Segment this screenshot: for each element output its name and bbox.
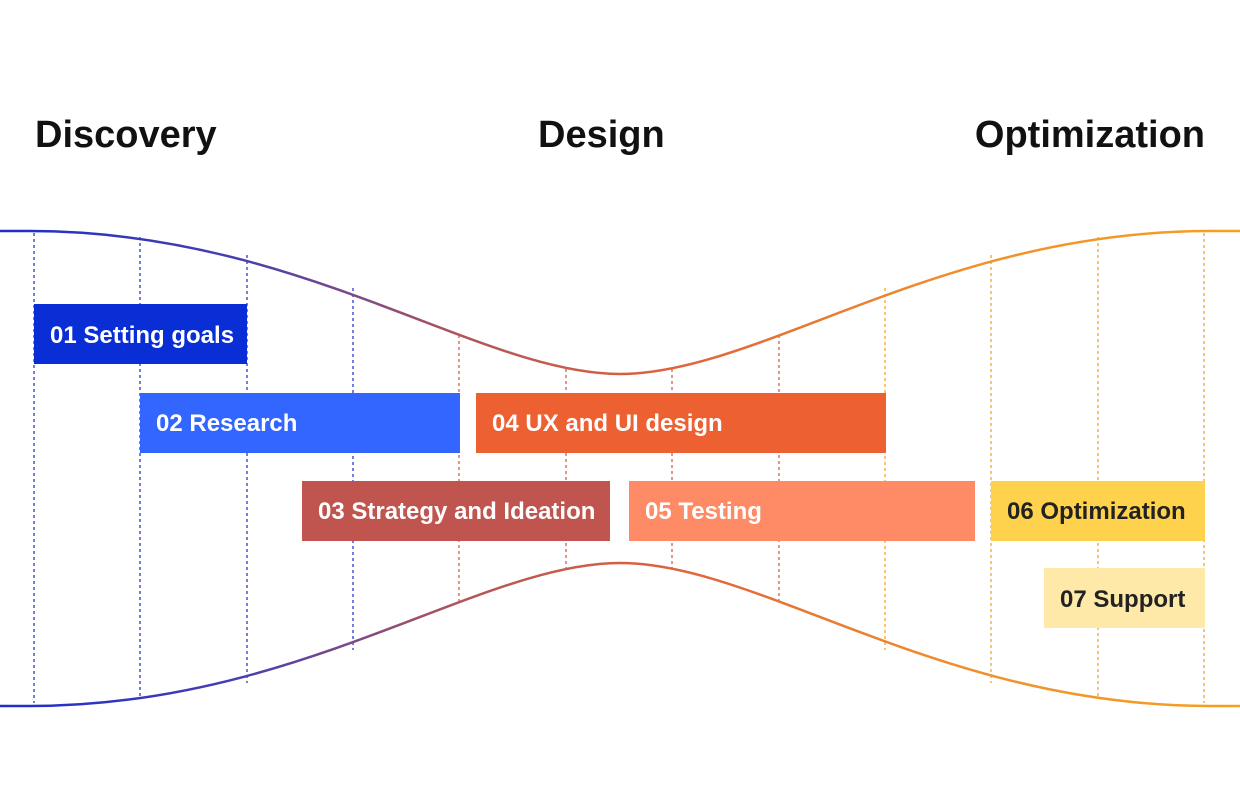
step-bar [476,393,886,453]
step-bar [34,304,247,364]
step-setting-goals: 01 Setting goals [34,304,247,364]
step-label: 01 Setting goals [50,322,234,349]
top-curve [0,229,1240,376]
step-support: 07 Support [1044,568,1205,628]
step-label: 02 Research [156,410,297,437]
step-bar [302,481,610,541]
step-label: 06 Optimization [1007,498,1186,525]
step-label: 05 Testing [645,498,762,525]
step-strategy-ideation: 03 Strategy and Ideation [302,481,610,541]
step-testing: 05 Testing [629,481,975,541]
phase-title-design: Design [538,114,665,156]
step-bar [140,393,460,453]
phase-title-discovery: Discovery [35,114,217,156]
bottom-curve [0,561,1240,708]
step-bar [991,481,1205,541]
step-bar [1044,568,1205,628]
step-bar [629,481,975,541]
guide-lines [33,233,1205,703]
step-research: 02 Research [140,393,460,453]
step-label: 04 UX and UI design [492,410,723,437]
step-label: 07 Support [1060,586,1185,613]
step-label: 03 Strategy and Ideation [318,498,595,525]
step-optimization: 06 Optimization [991,481,1205,541]
phase-title-optimization: Optimization [975,114,1205,156]
step-ux-ui-design: 04 UX and UI design [476,393,886,453]
